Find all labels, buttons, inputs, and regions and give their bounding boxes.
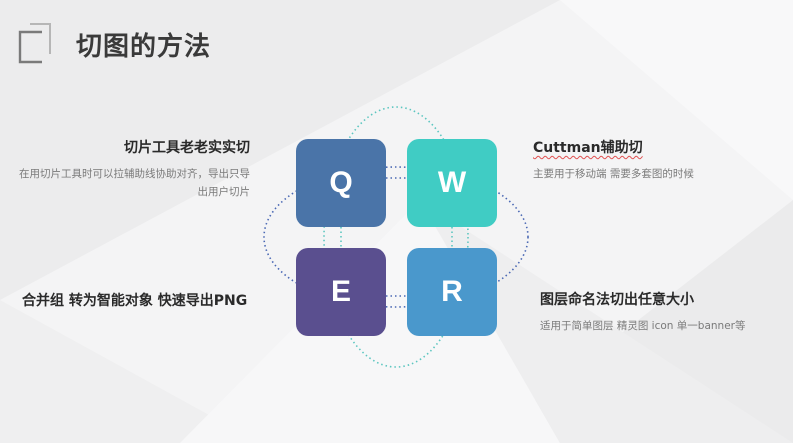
horizontal-dotted-ring — [263, 166, 529, 308]
method-smart-object: 合并组 转为智能对象 快速导出PNG — [22, 290, 247, 310]
tile-w: W — [407, 139, 497, 227]
method-description: 适用于简单图层 精灵图 icon 单一banner等 — [540, 320, 746, 332]
method-heading: 切片工具老老实实切 — [124, 140, 250, 156]
method-heading: 图层命名法切出任意大小 — [540, 292, 694, 308]
method-slice-tool: 切片工具老老实实切 在用切片工具时可以拉辅助线协助对齐，导出只导出用户切片 — [5, 137, 250, 201]
page-title: 切图的方法 — [76, 32, 212, 62]
method-description: 主要用于移动端 需要多套图的时候 — [533, 168, 694, 180]
method-cuttman: Cuttman辅助切 主要用于移动端 需要多套图的时候 — [533, 137, 694, 183]
logo-bracket-icon — [18, 23, 51, 64]
tile-q: Q — [296, 139, 386, 227]
vertical-dotted-ring — [323, 106, 469, 368]
method-layer-naming: 图层命名法切出任意大小 适用于简单图层 精灵图 icon 单一banner等 — [540, 289, 745, 335]
method-heading: 合并组 转为智能对象 快速导出PNG — [22, 293, 248, 309]
method-heading: Cuttman辅助切 — [533, 140, 643, 156]
tile-r: R — [407, 248, 497, 336]
tile-e: E — [296, 248, 386, 336]
method-description: 在用切片工具时可以拉辅助线协助对齐，导出只导出用户切片 — [19, 168, 250, 198]
